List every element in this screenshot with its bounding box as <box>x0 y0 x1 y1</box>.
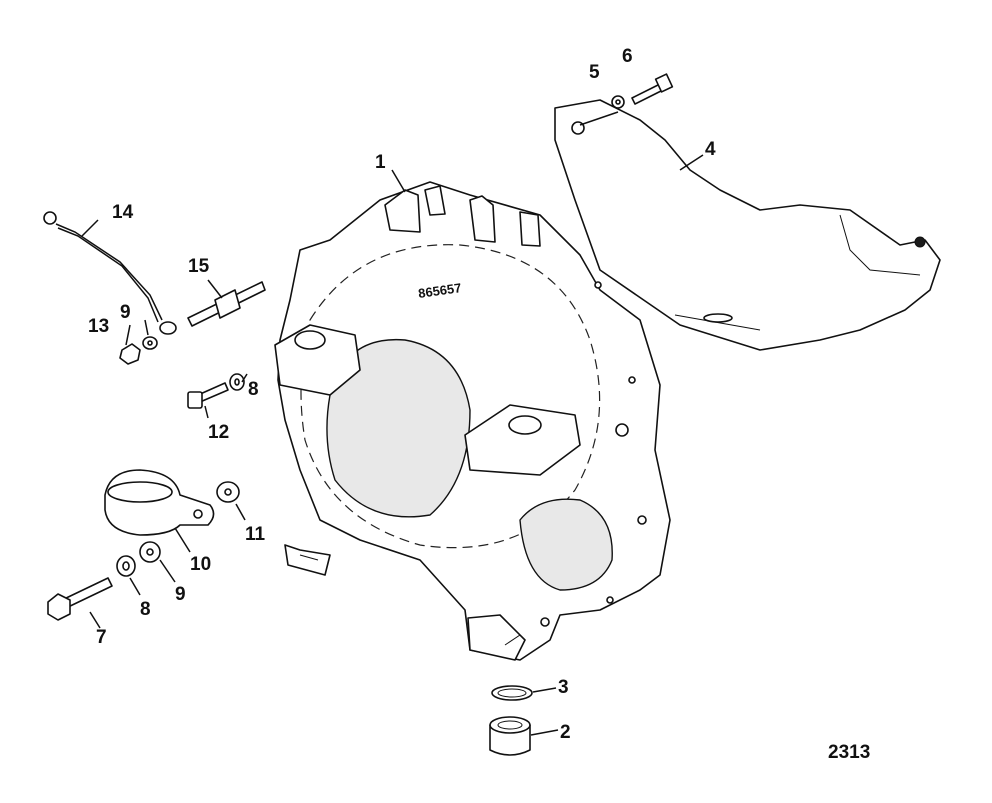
callout-9-upper: 9 <box>120 302 131 323</box>
callout-3: 3 <box>558 677 569 698</box>
figure-number: 2313 <box>828 742 870 763</box>
stud-15 <box>187 281 266 327</box>
washer-9-lower <box>139 541 161 563</box>
seal-ring-3 <box>491 685 533 701</box>
flywheel-housing: 865657 <box>274 181 671 661</box>
callout-12: 12 <box>208 422 229 443</box>
callout-5: 5 <box>589 62 600 83</box>
bolt-12 <box>187 382 229 409</box>
callout-7: 7 <box>96 627 107 648</box>
cover-plate <box>554 99 941 351</box>
nut-13 <box>119 343 141 365</box>
callout-4: 4 <box>705 139 716 160</box>
lockwasher-8-upper <box>229 373 245 391</box>
washer-9-upper <box>142 336 158 350</box>
clamp-10 <box>104 469 215 536</box>
callout-9-lower: 9 <box>175 584 186 605</box>
callout-8-lower: 8 <box>140 599 151 620</box>
callout-14: 14 <box>112 202 134 223</box>
callout-6: 6 <box>622 46 633 67</box>
callout-2: 2 <box>560 722 571 743</box>
callout-11: 11 <box>245 524 266 545</box>
washer-5 <box>611 95 625 109</box>
bushing-2 <box>489 716 531 756</box>
housing-stamp: 865657 <box>417 280 462 301</box>
leader-lines <box>81 111 704 736</box>
washer-11 <box>216 481 240 503</box>
callout-labels: 1 2 3 4 5 6 7 8 8 9 9 10 11 12 13 14 15 <box>88 46 716 743</box>
bolt-7 <box>47 577 113 621</box>
callout-8-upper: 8 <box>248 379 259 400</box>
lockwasher-8-lower <box>116 555 136 577</box>
callout-13: 13 <box>88 316 109 337</box>
callout-1: 1 <box>375 152 386 173</box>
callout-15: 15 <box>188 256 210 277</box>
callout-10: 10 <box>190 554 211 575</box>
bolt-6 <box>631 73 674 105</box>
ground-strap-14 <box>43 211 177 335</box>
